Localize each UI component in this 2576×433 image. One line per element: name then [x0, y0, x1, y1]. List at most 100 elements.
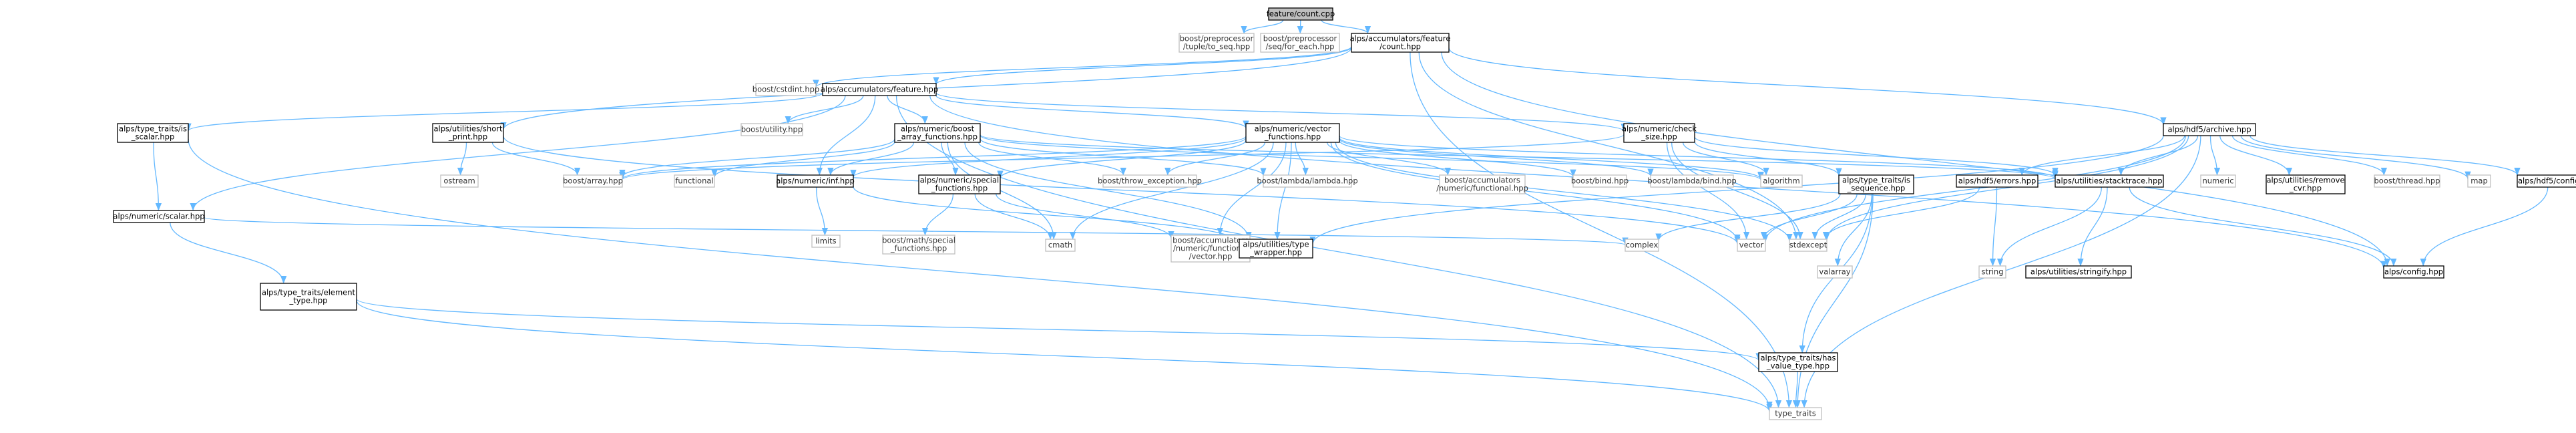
node-remove_cvr-label-line-1: _cvr.hpp: [2289, 184, 2322, 193]
node-special_fn-box: [918, 174, 1001, 194]
node-algorithm-label-line-0: algorithm: [1763, 176, 1800, 186]
node-root-label-line-0: feature/count.cpp: [1267, 9, 1335, 19]
node-string: string: [1978, 265, 2006, 279]
node-cmath-box: [1045, 239, 1076, 252]
node-stacktrace[interactable]: alps/utilities/stacktrace.hpp: [2055, 174, 2164, 188]
node-acc_num_func: boost/accumulators/numeric/functional.hp…: [1436, 174, 1528, 194]
node-short_print[interactable]: alps/utilities/short_print.hpp: [432, 123, 504, 143]
node-has_value_type-box: [1758, 352, 1838, 372]
edge-vector_fn-to-bind: [1339, 140, 1576, 178]
node-lambda-label-line-0: boost/lambda/lambda.hpp: [1257, 176, 1357, 186]
node-short_print-label-line-1: _print.hpp: [448, 132, 487, 142]
node-remove_cvr[interactable]: alps/utilities/remove_cvr.hpp: [2266, 174, 2346, 194]
node-short_print-box: [432, 123, 504, 143]
edge-element_type-to-has_value_type: [356, 298, 1762, 361]
node-map-label-line-0: map: [2471, 176, 2488, 186]
node-acc_func_vector-label-line-1: /numeric/functional: [1173, 244, 1248, 253]
edge-hdf5_errors-to-string: [1989, 186, 1998, 267]
edge-inf-to-limits: [815, 186, 829, 236]
node-tuple_seq: boost/preprocessor/tuple/to_seq.hpp: [1178, 33, 1255, 53]
node-type_wrapper[interactable]: alps/utilities/type_wrapper.hpp: [1239, 239, 1313, 259]
edge-acc_count-to-hdf5_archive: [1448, 47, 2167, 126]
edge-hdf5_errors-to-stdexcept: [1822, 186, 1980, 240]
node-stringify[interactable]: alps/utilities/stringify.hpp: [2025, 265, 2132, 279]
node-hdf5_config[interactable]: alps/hdf5/config.hpp: [2517, 174, 2576, 188]
node-type_traits-box: [1769, 407, 1822, 420]
node-tuple_seq-box: [1178, 33, 1255, 53]
edge-hdf5_config-to-alps_config: [2420, 186, 2549, 267]
edge-has_value_type-to-type_traits: [1792, 371, 1799, 408]
node-thread-box: [2374, 174, 2440, 188]
node-hdf5_errors-label-line-0: alps/hdf5/errors.hpp: [1958, 176, 2036, 186]
node-hdf5_archive[interactable]: alps/hdf5/archive.hpp: [2163, 123, 2256, 136]
edge-boost_array_fn-to-special_fn: [941, 142, 959, 176]
edge-acc_feature-to-is_scalar: [185, 92, 823, 132]
edge-boost_array_fn-to-boost_array: [619, 138, 895, 178]
node-bind-label-line-0: boost/bind.hpp: [1571, 176, 1629, 186]
edge-short_print-to-ostream: [457, 142, 467, 176]
node-seq_for_each-box: [1260, 33, 1340, 53]
edge-vector_fn-to-vector: [1330, 142, 1741, 243]
node-has_value_type[interactable]: alps/type_traits/has_value_type.hpp: [1758, 352, 1838, 372]
edge-acc_feature-to-utility: [785, 95, 864, 124]
node-type_wrapper-label-line-0: alps/utilities/type: [1243, 240, 1309, 249]
node-hdf5_errors[interactable]: alps/hdf5/errors.hpp: [1956, 174, 2038, 188]
node-math_special: boost/math/special_functions.hpp: [882, 235, 955, 255]
node-special_fn[interactable]: alps/numeric/special_functions.hpp: [918, 174, 1001, 194]
node-acc_count[interactable]: alps/accumulators/feature/count.hpp: [1350, 33, 1451, 53]
node-element_type-box: [260, 283, 357, 311]
node-acc_feature[interactable]: alps/accumulators/feature.hpp: [821, 83, 938, 96]
node-is_scalar[interactable]: alps/type_traits/is_scalar.hpp: [117, 123, 189, 143]
node-is_sequence-label-line-0: alps/type_traits/is: [1842, 176, 1910, 185]
node-root[interactable]: feature/count.cpp: [1267, 7, 1335, 21]
edge-hdf5_archive-to-remove_cvr: [2219, 135, 2293, 176]
edge-special_fn-to-acc_func_vector: [996, 193, 1174, 239]
node-seq_for_each-label-line-1: /seq/for_each.hpp: [1266, 42, 1335, 51]
node-string-label-line-0: string: [1981, 267, 2003, 277]
node-boost_array_fn[interactable]: alps/numeric/boost_array_functions.hpp: [894, 123, 981, 143]
node-vector_fn[interactable]: alps/numeric/vector_functions.hpp: [1245, 123, 1340, 143]
node-throw_exc: boost/throw_exception.hpp: [1098, 174, 1202, 188]
node-acc_func_vector-label-line-0: boost/accumulators: [1172, 236, 1249, 245]
node-has_value_type-label-line-1: _value_type.hpp: [1766, 362, 1830, 371]
node-check_size[interactable]: alps/numeric/check_size.hpp: [1622, 123, 1697, 143]
node-complex: complex: [1625, 239, 1659, 252]
node-alps_config[interactable]: alps/config.hpp: [2383, 265, 2444, 279]
node-acc_count-box: [1351, 33, 1450, 53]
node-element_type[interactable]: alps/type_traits/element_type.hpp: [260, 283, 357, 311]
node-valarray-label-line-0: valarray: [1819, 267, 1850, 277]
edge-vector_fn-to-acc_func_vector: [1217, 142, 1287, 236]
edge-num_scalar-to-complex: [204, 216, 1628, 246]
edge-is_scalar-to-num_scalar: [153, 142, 162, 211]
node-is_sequence[interactable]: alps/type_traits/is_sequence.hpp: [1838, 174, 1914, 194]
node-throw_exc-label-line-0: boost/throw_exception.hpp: [1098, 176, 1202, 186]
node-acc_count-label-line-1: /count.hpp: [1379, 42, 1421, 51]
node-stdexcept: stdexcept: [1789, 239, 1828, 252]
edge-acc_feature-to-vector_fn: [935, 95, 1249, 129]
node-remove_cvr-label-line-0: alps/utilities/remove: [2266, 176, 2344, 185]
node-cmath-label-line-0: cmath: [1048, 241, 1072, 250]
node-is_sequence-label-line-1: _sequence.hpp: [1847, 184, 1906, 193]
node-thread-label-line-0: boost/thread.hpp: [2374, 176, 2440, 186]
edge-acc_feature-to-boost_array_fn: [887, 95, 928, 124]
edge-vector_fn-to-boost_array: [619, 136, 1247, 180]
node-complex-box: [1625, 239, 1659, 252]
edge-num_scalar-to-element_type: [170, 222, 287, 284]
edge-acc_feature-to-num_scalar: [190, 95, 846, 211]
node-inf[interactable]: alps/numeric/inf.hpp: [776, 174, 855, 188]
node-boost_array-box: [563, 174, 623, 188]
node-limits-box: [811, 235, 841, 248]
edge-short_print-to-boost_array: [491, 142, 581, 176]
node-is_sequence-box: [1838, 174, 1914, 194]
node-bind: boost/bind.hpp: [1571, 174, 1629, 188]
node-vector_fn-label-line-1: _functions.hpp: [1264, 132, 1321, 142]
node-num_scalar[interactable]: alps/numeric/scalar.hpp: [113, 210, 205, 223]
edge-inf-to-type_wrapper: [853, 186, 1243, 244]
node-functional-box: [674, 174, 715, 188]
edge-is_scalar-to-type_traits: [188, 138, 1773, 410]
edge-is_sequence-to-vector: [1760, 193, 1858, 240]
edge-vector_fn-to-special_fn: [997, 140, 1247, 179]
node-math_special-label-line-0: boost/math/special: [882, 236, 955, 245]
node-boost_array_fn-label-line-0: alps/numeric/boost: [901, 124, 975, 134]
node-acc_num_func-box: [1439, 174, 1526, 194]
